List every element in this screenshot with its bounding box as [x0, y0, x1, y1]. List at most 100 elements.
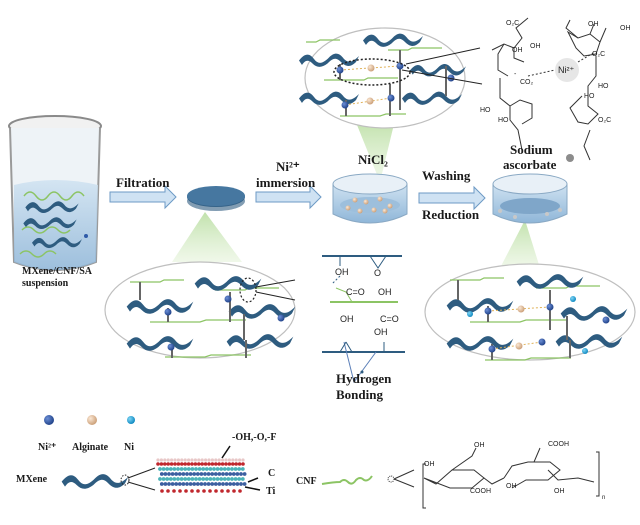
carbon-atom: [170, 472, 175, 476]
mxene-carbon-label: C: [268, 468, 276, 479]
termination-o-atom: [217, 462, 221, 466]
legend-alginate-swatch: [87, 415, 97, 425]
termination-o-atom: [232, 489, 236, 493]
termination-o-atom: [231, 462, 235, 466]
carbon-atom: [231, 472, 236, 476]
svg-text:HO: HO: [498, 117, 509, 124]
carbon-atom: [213, 472, 218, 476]
termination-h-atom: [163, 458, 167, 462]
carbon-atom: [174, 482, 179, 486]
svg-text:OH: OH: [588, 21, 599, 28]
termination-h-atom: [231, 458, 235, 462]
termination-h-atom: [200, 458, 204, 462]
termination-o-atom: [190, 462, 194, 466]
carbon-atom: [242, 472, 247, 476]
titanium-atom: [204, 467, 209, 471]
reduction-label: Reduction: [422, 207, 480, 222]
svg-text:HO: HO: [584, 93, 595, 100]
magnified-view-ni-crosslinked: [299, 27, 483, 129]
termination-o-atom: [196, 489, 200, 493]
termination-o-atom: [184, 489, 188, 493]
titanium-atom: [226, 467, 231, 471]
titanium-atom: [190, 467, 195, 471]
termination-o-atom: [183, 462, 187, 466]
titanium-atom: [215, 477, 220, 481]
titanium-atom: [208, 477, 213, 481]
termination-o-atom: [207, 462, 211, 466]
termination-h-atom: [238, 458, 242, 462]
termination-o-atom: [193, 462, 198, 466]
carbon-atom: [159, 472, 164, 476]
magnified-view-membrane: [104, 261, 296, 359]
titanium-atom: [230, 477, 234, 481]
legend-ni2-swatch: [44, 415, 54, 425]
svg-text:OH: OH: [424, 461, 435, 468]
titanium-atom: [176, 477, 180, 481]
termination-h-atom: [190, 458, 194, 462]
termination-o-atom: [214, 489, 218, 493]
reduction-arrow: [418, 185, 486, 211]
svg-text:HO: HO: [480, 107, 491, 114]
carbon-atom: [163, 482, 168, 486]
termination-h-atom: [241, 458, 245, 462]
termination-h-atom: [214, 458, 218, 462]
svg-text:OH: OH: [378, 287, 392, 297]
carbon-atom: [174, 472, 179, 476]
svg-text:C=O: C=O: [380, 314, 399, 324]
chelation-labels: O₂C OH OH CO₂ HO HO OH OH O₂C HO HO O₂C …: [480, 20, 631, 124]
svg-text:CO₂: CO₂: [520, 79, 534, 86]
svg-text:COOH: COOH: [470, 488, 491, 495]
carbon-atom: [177, 472, 182, 476]
carbon-atom: [210, 482, 215, 486]
titanium-atom: [240, 477, 245, 481]
titanium-atom: [201, 467, 206, 471]
nicl2-label: NiCl₂: [358, 152, 388, 167]
hydrogen-bonding-diagram: [322, 255, 405, 384]
termination-o-atom: [169, 462, 174, 466]
titanium-atom: [172, 467, 177, 471]
carbon-atom: [192, 482, 197, 486]
svg-text:OH: OH: [554, 488, 565, 495]
legend-ni2-label: Ni²⁺: [38, 442, 57, 453]
titanium-atom: [197, 467, 202, 471]
titanium-atom: [201, 477, 206, 481]
titanium-atom: [240, 467, 245, 471]
magnified-view-reduced: [424, 263, 636, 361]
titanium-atom: [183, 467, 188, 471]
titanium-atom: [158, 477, 162, 481]
termination-o-atom: [241, 462, 245, 466]
svg-text:C=O: C=O: [346, 287, 365, 297]
carbon-atom: [185, 472, 189, 476]
termination-o-atom: [237, 462, 242, 466]
svg-text:-: -: [514, 71, 517, 78]
carbon-atom: [203, 482, 207, 486]
termination-h-atom: [193, 458, 197, 462]
sodium-ascorbate-line1: Sodium: [510, 142, 553, 157]
ni2-ion-center: [555, 58, 579, 82]
titanium-atom: [226, 477, 231, 481]
termination-o-atom: [224, 462, 228, 466]
carbon-atom: [188, 482, 193, 486]
termination-o-atom: [203, 462, 208, 466]
titanium-atom: [168, 477, 173, 481]
termination-h-atom: [176, 458, 180, 462]
carbon-atom: [210, 472, 215, 476]
immersion-arrow: [255, 184, 322, 210]
sodium-ion-icon: [566, 154, 574, 162]
mxene-terminations-label: -OH,-O,-F: [232, 432, 277, 443]
suspension-label-line1: MXene/CNF/SA: [22, 266, 92, 277]
carbon-atom: [195, 482, 200, 486]
titanium-atom: [165, 477, 170, 481]
termination-h-atom: [173, 458, 177, 462]
carbon-atom: [199, 482, 204, 486]
termination-h-atom: [224, 458, 228, 462]
petri-dish-nicl2: [332, 173, 408, 224]
titanium-atom: [183, 477, 188, 481]
carbon-atom: [217, 472, 222, 476]
svg-text:COOH: COOH: [548, 441, 569, 448]
carbon-atom: [228, 482, 233, 486]
svg-text:O: O: [374, 268, 381, 278]
mxene-atomic-structure: [156, 458, 247, 493]
carbon-atom: [167, 472, 171, 476]
